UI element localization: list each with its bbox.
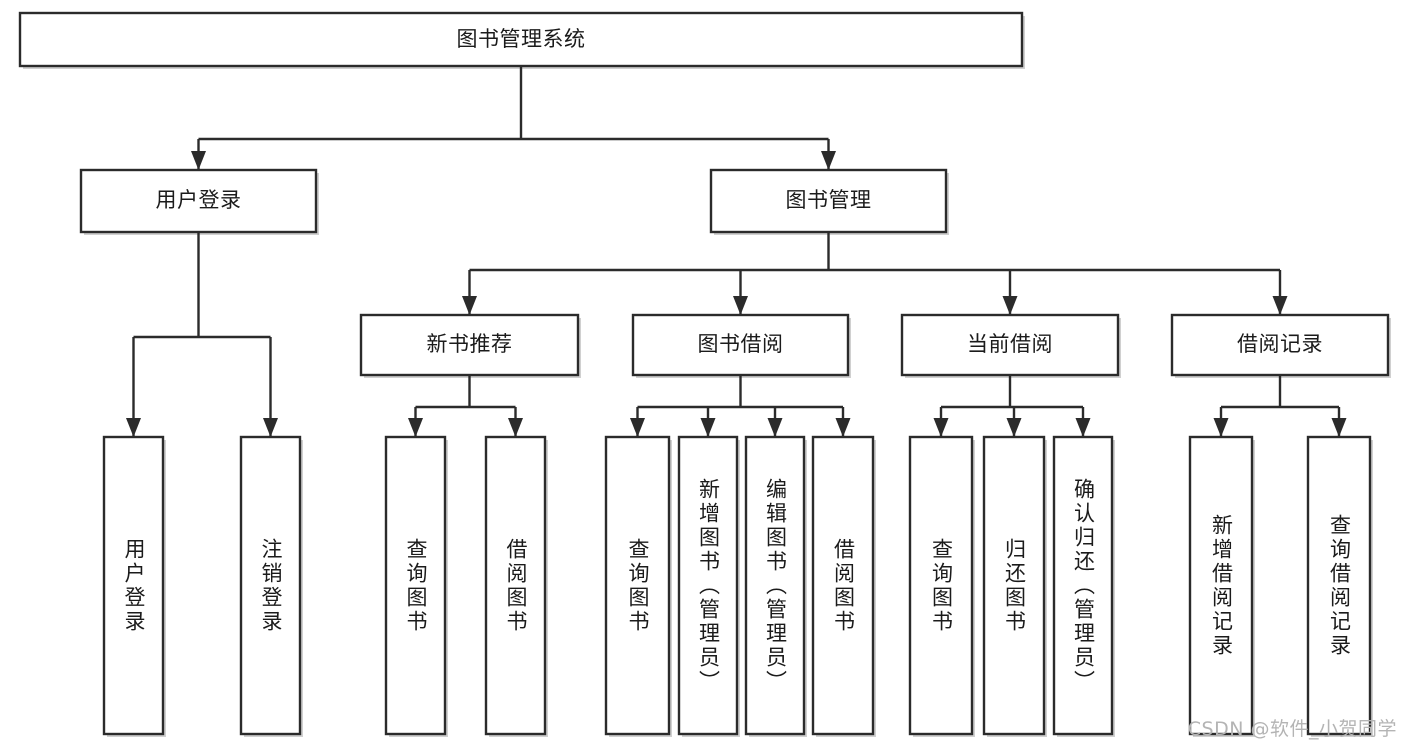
arrow-head-icon [630,418,645,437]
node-leaf-query-book-cur [908,435,974,736]
arrow-head-icon [835,418,851,437]
arrow-head-icon [1213,418,1229,437]
arrow-head-icon [1002,296,1018,315]
arrow-head-icon [1331,418,1347,437]
arrow-head-icon [263,418,278,437]
node-leaf-user-login [102,435,165,736]
node-leaf-add-record [1188,435,1254,736]
arrow-head-icon [767,418,783,437]
node-book-manage [709,168,948,234]
arrow-head-icon [508,418,523,437]
arrow-head-icon [1075,418,1091,437]
arrow-head-icon [126,418,141,437]
arrow-head-icon [1272,296,1288,315]
arrow-head-icon [700,418,716,437]
node-leaf-query-record [1306,435,1372,736]
node-leaf-edit-book [744,435,806,736]
node-leaf-logout [239,435,302,736]
node-leaf-confirm-return [1052,435,1114,736]
arrow-head-icon [408,418,423,437]
arrow-head-icon [733,296,748,315]
node-root [18,11,1024,68]
node-current-borrow [900,313,1120,377]
arrow-head-icon [821,151,836,170]
arrow-head-icon [191,151,206,170]
node-leaf-return-book [982,435,1046,736]
node-leaf-borrow-book-rec [484,435,547,736]
arrow-head-icon [462,296,477,315]
node-user-login [79,168,318,234]
node-book-borrow [631,313,850,377]
box-layer [18,11,1390,736]
node-new-book-rec [359,313,580,377]
node-leaf-borrow-book [811,435,875,736]
edge-layer [126,66,1347,437]
node-leaf-query-book-borrow [604,435,671,736]
arrow-head-icon [933,418,949,437]
node-leaf-add-book [677,435,739,736]
node-borrow-record [1170,313,1390,377]
watermark: CSDN @软件_小贺同学 [1187,718,1397,740]
node-leaf-query-book-rec [384,435,447,736]
arrow-head-icon [1006,418,1022,437]
